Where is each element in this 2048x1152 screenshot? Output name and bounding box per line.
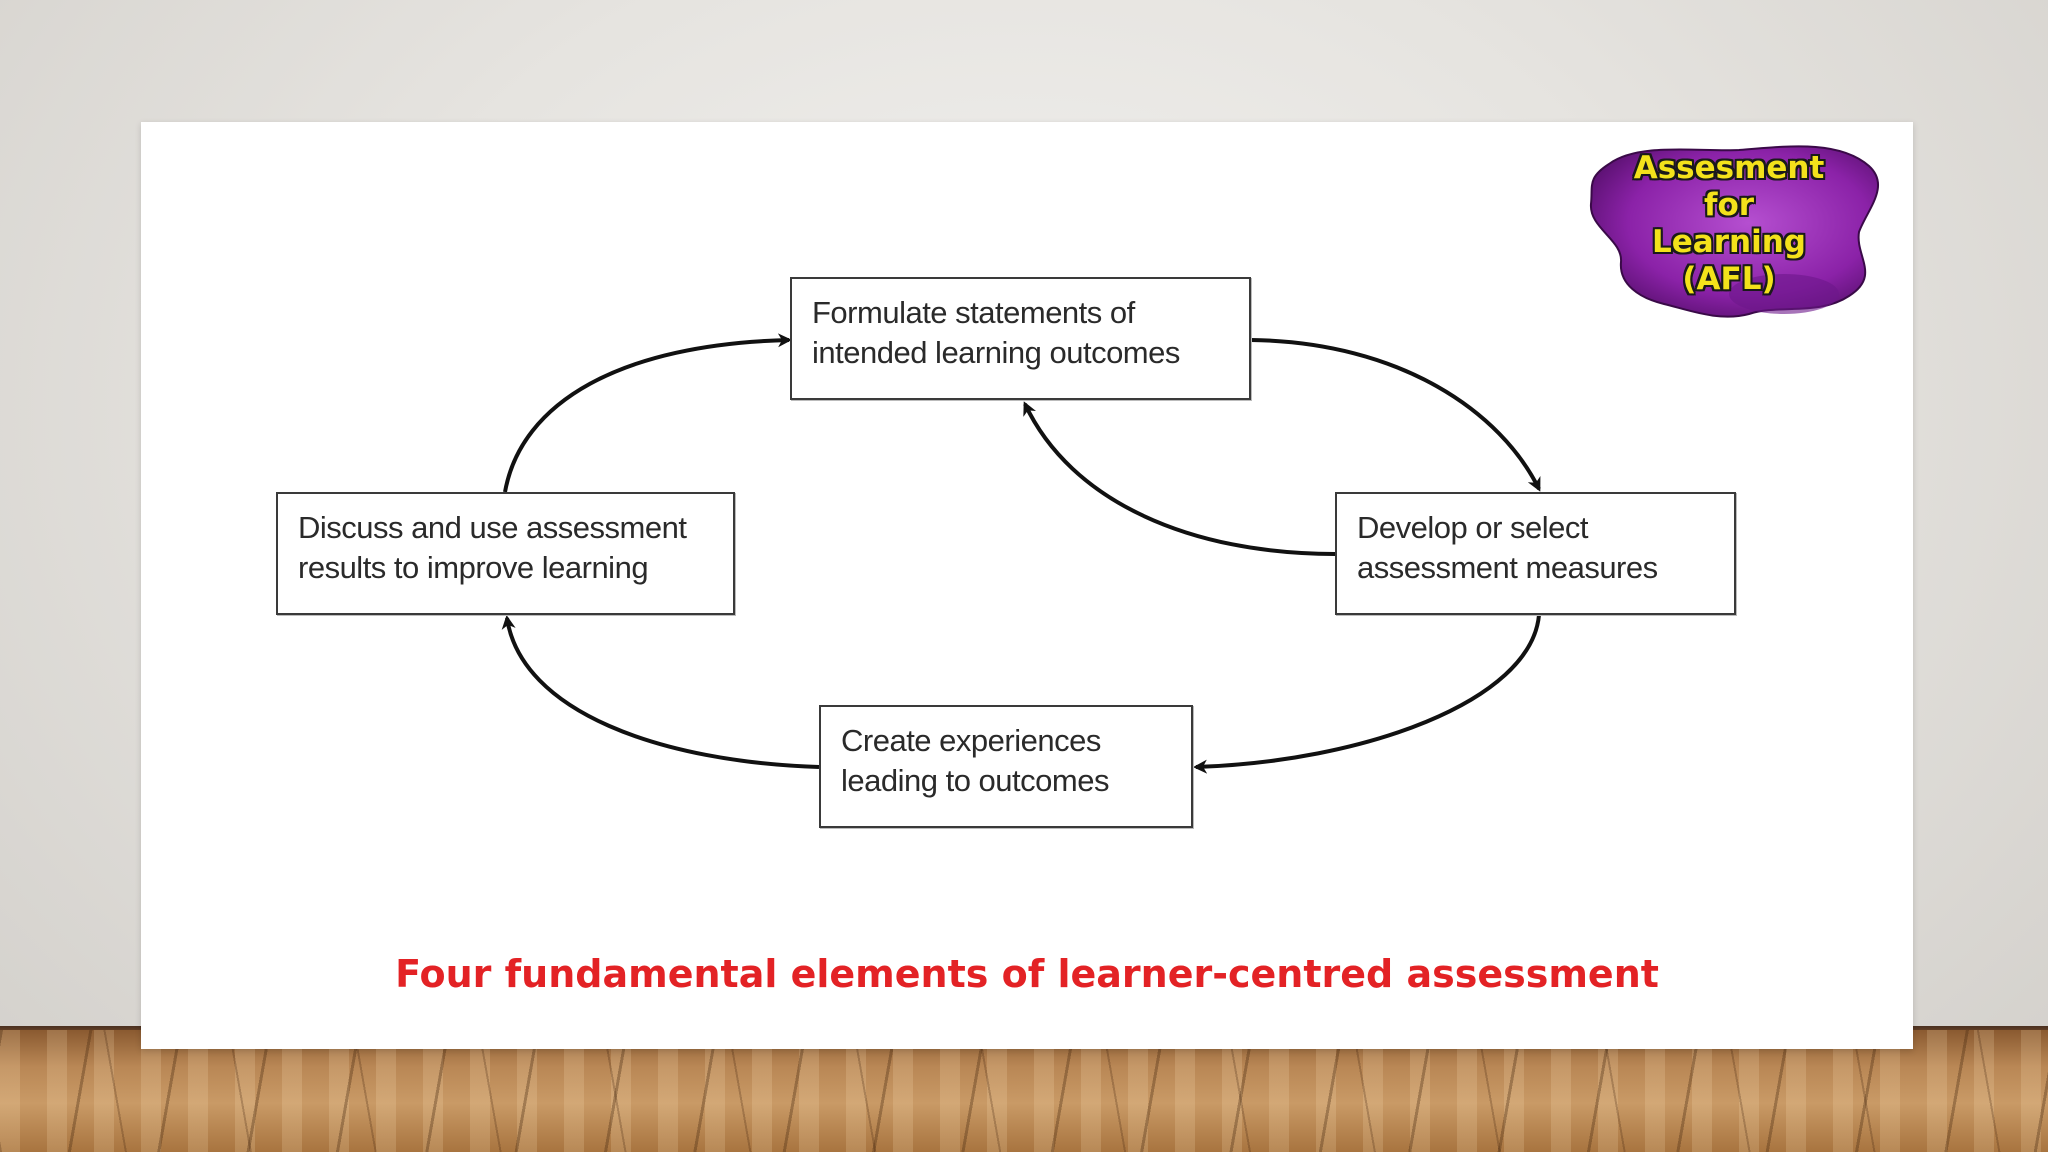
node-formulate-outcomes: Formulate statements of intended learnin… bbox=[790, 277, 1251, 400]
arrow-develop-to-formulate bbox=[1023, 401, 1336, 556]
node-create-line1: Create experiences bbox=[841, 723, 1101, 758]
arrow-discuss-to-formulate bbox=[503, 333, 792, 493]
afl-badge: Assesment for Learning (AFL) bbox=[1569, 144, 1889, 319]
arrow-formulate-to-develop bbox=[1250, 338, 1541, 492]
afl-badge-text: Assesment for Learning (AFL) bbox=[1569, 150, 1889, 298]
afl-line1: Assesment bbox=[1633, 150, 1825, 186]
node-discuss-line1: Discuss and use assessment bbox=[298, 510, 687, 545]
slide-card: Formulate statements of intended learnin… bbox=[141, 122, 1913, 1049]
node-formulate-line1: Formulate statements of bbox=[812, 295, 1135, 330]
node-discuss-results: Discuss and use assessment results to im… bbox=[276, 492, 735, 615]
arrow-develop-to-create bbox=[1193, 614, 1541, 774]
node-develop-line2: assessment measures bbox=[1357, 550, 1658, 585]
arrow-create-to-discuss bbox=[501, 615, 820, 769]
node-create-experiences: Create experiences leading to outcomes bbox=[819, 705, 1193, 828]
cycle-arrows bbox=[501, 333, 1541, 774]
node-create-line2: leading to outcomes bbox=[841, 763, 1109, 798]
slide-caption: Four fundamental elements of learner-cen… bbox=[395, 952, 1659, 996]
purple-blob-icon bbox=[1589, 145, 1880, 318]
afl-line3: Learning bbox=[1652, 224, 1806, 260]
node-formulate-line2: intended learning outcomes bbox=[812, 335, 1180, 370]
afl-line2: for bbox=[1703, 187, 1755, 223]
wooden-floor-background bbox=[0, 1030, 2048, 1152]
node-develop-measures: Develop or select assessment measures bbox=[1335, 492, 1736, 615]
node-discuss-line2: results to improve learning bbox=[298, 550, 649, 585]
node-develop-line1: Develop or select bbox=[1357, 510, 1589, 545]
afl-line4: (AFL) bbox=[1682, 261, 1776, 297]
